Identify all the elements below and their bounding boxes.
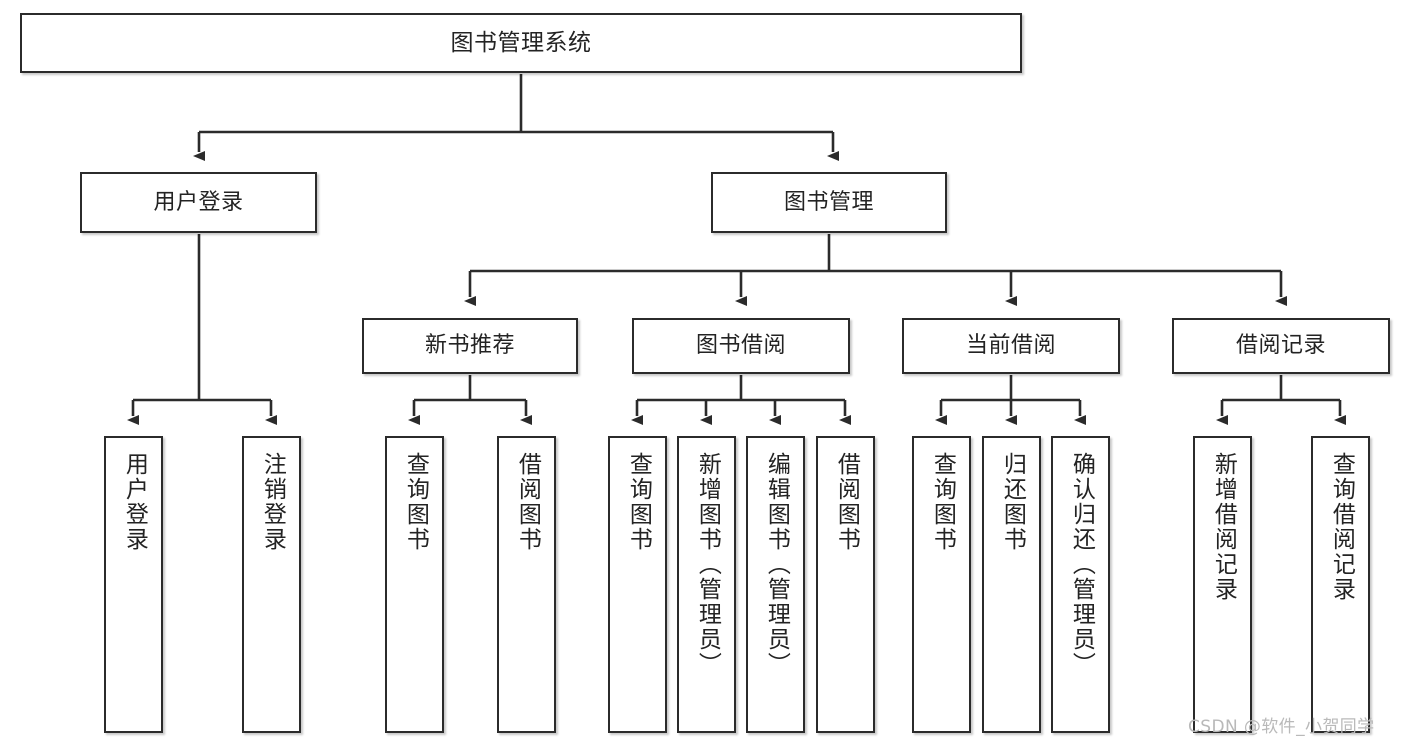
- leaf-bb-add-book-label: 新增图书（管理员）: [694, 452, 721, 677]
- leaf-bb-edit-book[interactable]: 编辑图书（管理员）: [746, 436, 805, 733]
- leaf-br-query-record[interactable]: 查询借阅记录: [1311, 436, 1370, 733]
- node-book-manage-label: 图书管理: [783, 189, 874, 215]
- leaf-user-login[interactable]: 用户登录: [104, 436, 163, 733]
- leaf-cb-confirm-return-label: 确认归还（管理员）: [1068, 452, 1095, 677]
- node-book-borrow-label: 图书借阅: [695, 333, 786, 359]
- node-current-borrow-label: 当前借阅: [965, 333, 1056, 359]
- node-new-book-recommend[interactable]: 新书推荐: [362, 318, 578, 374]
- leaf-br-add-record[interactable]: 新增借阅记录: [1193, 436, 1252, 733]
- leaf-cb-confirm-return[interactable]: 确认归还（管理员）: [1051, 436, 1110, 733]
- node-book-manage[interactable]: 图书管理: [711, 172, 947, 233]
- csdn-watermark: CSDN @软件_小贺同学: [1188, 717, 1375, 737]
- leaf-user-login-label: 用户登录: [121, 452, 148, 552]
- leaf-nb-borrow-book-label: 借阅图书: [514, 452, 541, 552]
- leaf-nb-borrow-book[interactable]: 借阅图书: [497, 436, 556, 733]
- leaf-cb-return-book-label: 归还图书: [999, 452, 1026, 552]
- leaf-nb-query-book-label: 查询图书: [402, 452, 429, 552]
- node-borrow-record-label: 借阅记录: [1235, 333, 1326, 359]
- leaf-br-query-record-label: 查询借阅记录: [1328, 452, 1355, 602]
- node-current-borrow[interactable]: 当前借阅: [902, 318, 1120, 374]
- leaf-bb-add-book[interactable]: 新增图书（管理员）: [677, 436, 736, 733]
- leaf-bb-query-book[interactable]: 查询图书: [608, 436, 667, 733]
- leaf-bb-edit-book-label: 编辑图书（管理员）: [763, 452, 790, 677]
- node-root[interactable]: 图书管理系统: [20, 13, 1022, 73]
- leaf-bb-query-book-label: 查询图书: [625, 452, 652, 552]
- leaf-logout-label: 注销登录: [259, 452, 286, 552]
- leaf-bb-borrow-book[interactable]: 借阅图书: [816, 436, 875, 733]
- leaf-cb-query-book-label: 查询图书: [929, 452, 956, 552]
- leaf-cb-return-book[interactable]: 归还图书: [982, 436, 1041, 733]
- node-book-borrow[interactable]: 图书借阅: [632, 318, 850, 374]
- leaf-bb-borrow-book-label: 借阅图书: [833, 452, 860, 552]
- node-borrow-record[interactable]: 借阅记录: [1172, 318, 1390, 374]
- node-user-login-label: 用户登录: [153, 189, 244, 215]
- leaf-logout[interactable]: 注销登录: [242, 436, 301, 733]
- node-user-login[interactable]: 用户登录: [80, 172, 317, 233]
- leaf-cb-query-book[interactable]: 查询图书: [912, 436, 971, 733]
- node-root-label: 图书管理系统: [450, 29, 592, 56]
- leaf-nb-query-book[interactable]: 查询图书: [385, 436, 444, 733]
- node-new-book-recommend-label: 新书推荐: [424, 333, 515, 359]
- leaf-br-add-record-label: 新增借阅记录: [1210, 452, 1237, 602]
